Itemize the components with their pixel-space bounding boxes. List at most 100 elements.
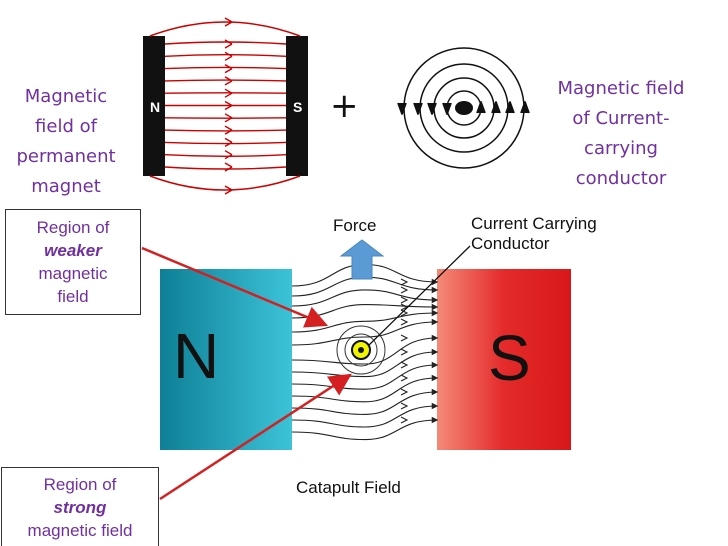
weaker-region-pointer <box>141 246 329 328</box>
field-arrowhead <box>400 388 409 396</box>
field-arrowhead <box>224 137 233 148</box>
conductor-ring <box>336 325 386 375</box>
field-arrowhead <box>224 51 233 61</box>
label-line: carrying <box>584 138 658 159</box>
current-conductor-core <box>358 347 364 353</box>
field-direction-arrow <box>491 101 501 114</box>
catapult-field-line <box>291 361 439 390</box>
field-line <box>164 41 287 45</box>
field-direction-arrow <box>476 101 486 114</box>
permanent-magnet-diagram: N S <box>143 17 308 195</box>
field-arrowhead <box>400 361 409 369</box>
field-direction-arrow <box>442 102 452 115</box>
field-line <box>164 129 287 132</box>
field-direction-arrow <box>413 102 423 115</box>
strong-region-pointer <box>159 373 352 501</box>
catapult-field-line <box>291 334 439 365</box>
field-direction-arrow <box>520 101 530 114</box>
catapult-field-line <box>291 402 439 428</box>
field-arrowhead <box>224 162 233 172</box>
catapult-field-diagram: N S Force Current Carrying Conductor Cat… <box>141 214 597 501</box>
field-arrowhead <box>400 296 409 304</box>
box-line: magnetic <box>38 264 108 283</box>
catapult-field-line <box>291 416 439 441</box>
permanent-magnet-field-label: Magnetic field of permanent magnet <box>6 82 126 202</box>
field-arrowhead <box>400 402 409 410</box>
label-line: Magnetic field <box>557 78 685 99</box>
emphasis-word: weaker <box>44 241 102 260</box>
south-pole-bar <box>286 36 308 176</box>
south-pole-letter: S <box>293 99 302 115</box>
weaker-region-box: Region of weaker magnetic field <box>5 209 141 315</box>
field-line <box>164 66 287 70</box>
conductor-field-arrows <box>397 101 530 115</box>
field-direction-arrow <box>505 101 515 114</box>
catapult-field-line <box>291 309 439 333</box>
field-arrowhead <box>400 286 409 294</box>
field-line <box>164 154 287 157</box>
permanent-field-lines <box>149 17 301 195</box>
box-line-emph: weaker <box>6 239 140 262</box>
field-arrowhead <box>400 416 409 424</box>
field-line <box>164 141 287 145</box>
catapult-field-line <box>291 348 439 378</box>
field-arrowhead <box>224 113 233 123</box>
label-line: permanent <box>16 146 116 167</box>
catapult-field-line <box>291 318 439 346</box>
plus-sign: + <box>330 86 359 126</box>
catapult-field-line <box>291 289 439 307</box>
field-line-outer <box>149 175 301 191</box>
south-magnet-letter: S <box>488 322 531 394</box>
field-line <box>164 79 287 82</box>
conductor-dot <box>455 101 473 115</box>
force-arrow-icon <box>339 239 385 280</box>
box-line: Region of <box>43 475 117 494</box>
field-direction-arrow <box>427 102 437 115</box>
catapult-field-line <box>291 388 439 415</box>
north-pole-letter: N <box>150 99 160 115</box>
field-arrowhead <box>400 334 409 342</box>
field-arrowhead <box>400 318 409 326</box>
conductor-field-label: Magnetic field of Current- carrying cond… <box>545 74 697 194</box>
catapult-field-line <box>291 374 439 403</box>
field-line-outer <box>149 21 301 37</box>
north-magnet-letter: N <box>173 320 219 392</box>
conductor-ring <box>344 333 378 367</box>
field-arrowhead <box>224 125 233 135</box>
label-line: Magnetic <box>24 86 108 107</box>
catapult-field-line <box>291 303 439 319</box>
field-arrowhead <box>224 150 233 160</box>
conductor-label-line1: Current Carrying <box>471 214 597 233</box>
box-line: magnetic field <box>27 521 133 540</box>
south-magnet <box>437 269 571 450</box>
emphasis-word: strong <box>53 498 107 517</box>
field-arrowhead <box>224 39 233 49</box>
conductor-label-line2: Conductor <box>471 234 550 253</box>
strong-region-box: Region of strong magnetic field <box>1 467 159 546</box>
field-direction-arrow <box>397 102 407 115</box>
force-label: Force <box>333 216 376 235</box>
label-line: magnet <box>31 176 101 197</box>
label-line: of Current- <box>572 108 670 129</box>
field-arrowhead <box>400 374 409 382</box>
north-magnet <box>160 269 292 450</box>
box-line: field <box>57 287 89 306</box>
field-arrowhead <box>224 63 233 74</box>
conductor-field-diagram <box>397 47 530 169</box>
label-line: field of <box>35 116 97 137</box>
catapult-caption: Catapult Field <box>296 478 401 497</box>
north-pole-bar <box>143 36 165 176</box>
field-arrowhead <box>400 278 409 286</box>
box-line: Region of <box>36 218 110 237</box>
field-arrowhead <box>224 17 233 27</box>
conductor-pointer-line <box>367 245 471 347</box>
field-arrowhead <box>224 88 233 98</box>
field-arrowhead <box>224 185 233 195</box>
field-arrowhead <box>400 348 409 356</box>
field-arrowhead <box>224 100 233 111</box>
box-line-emph: strong <box>2 496 158 519</box>
label-line: conductor <box>575 168 667 189</box>
field-arrowhead <box>224 76 233 86</box>
